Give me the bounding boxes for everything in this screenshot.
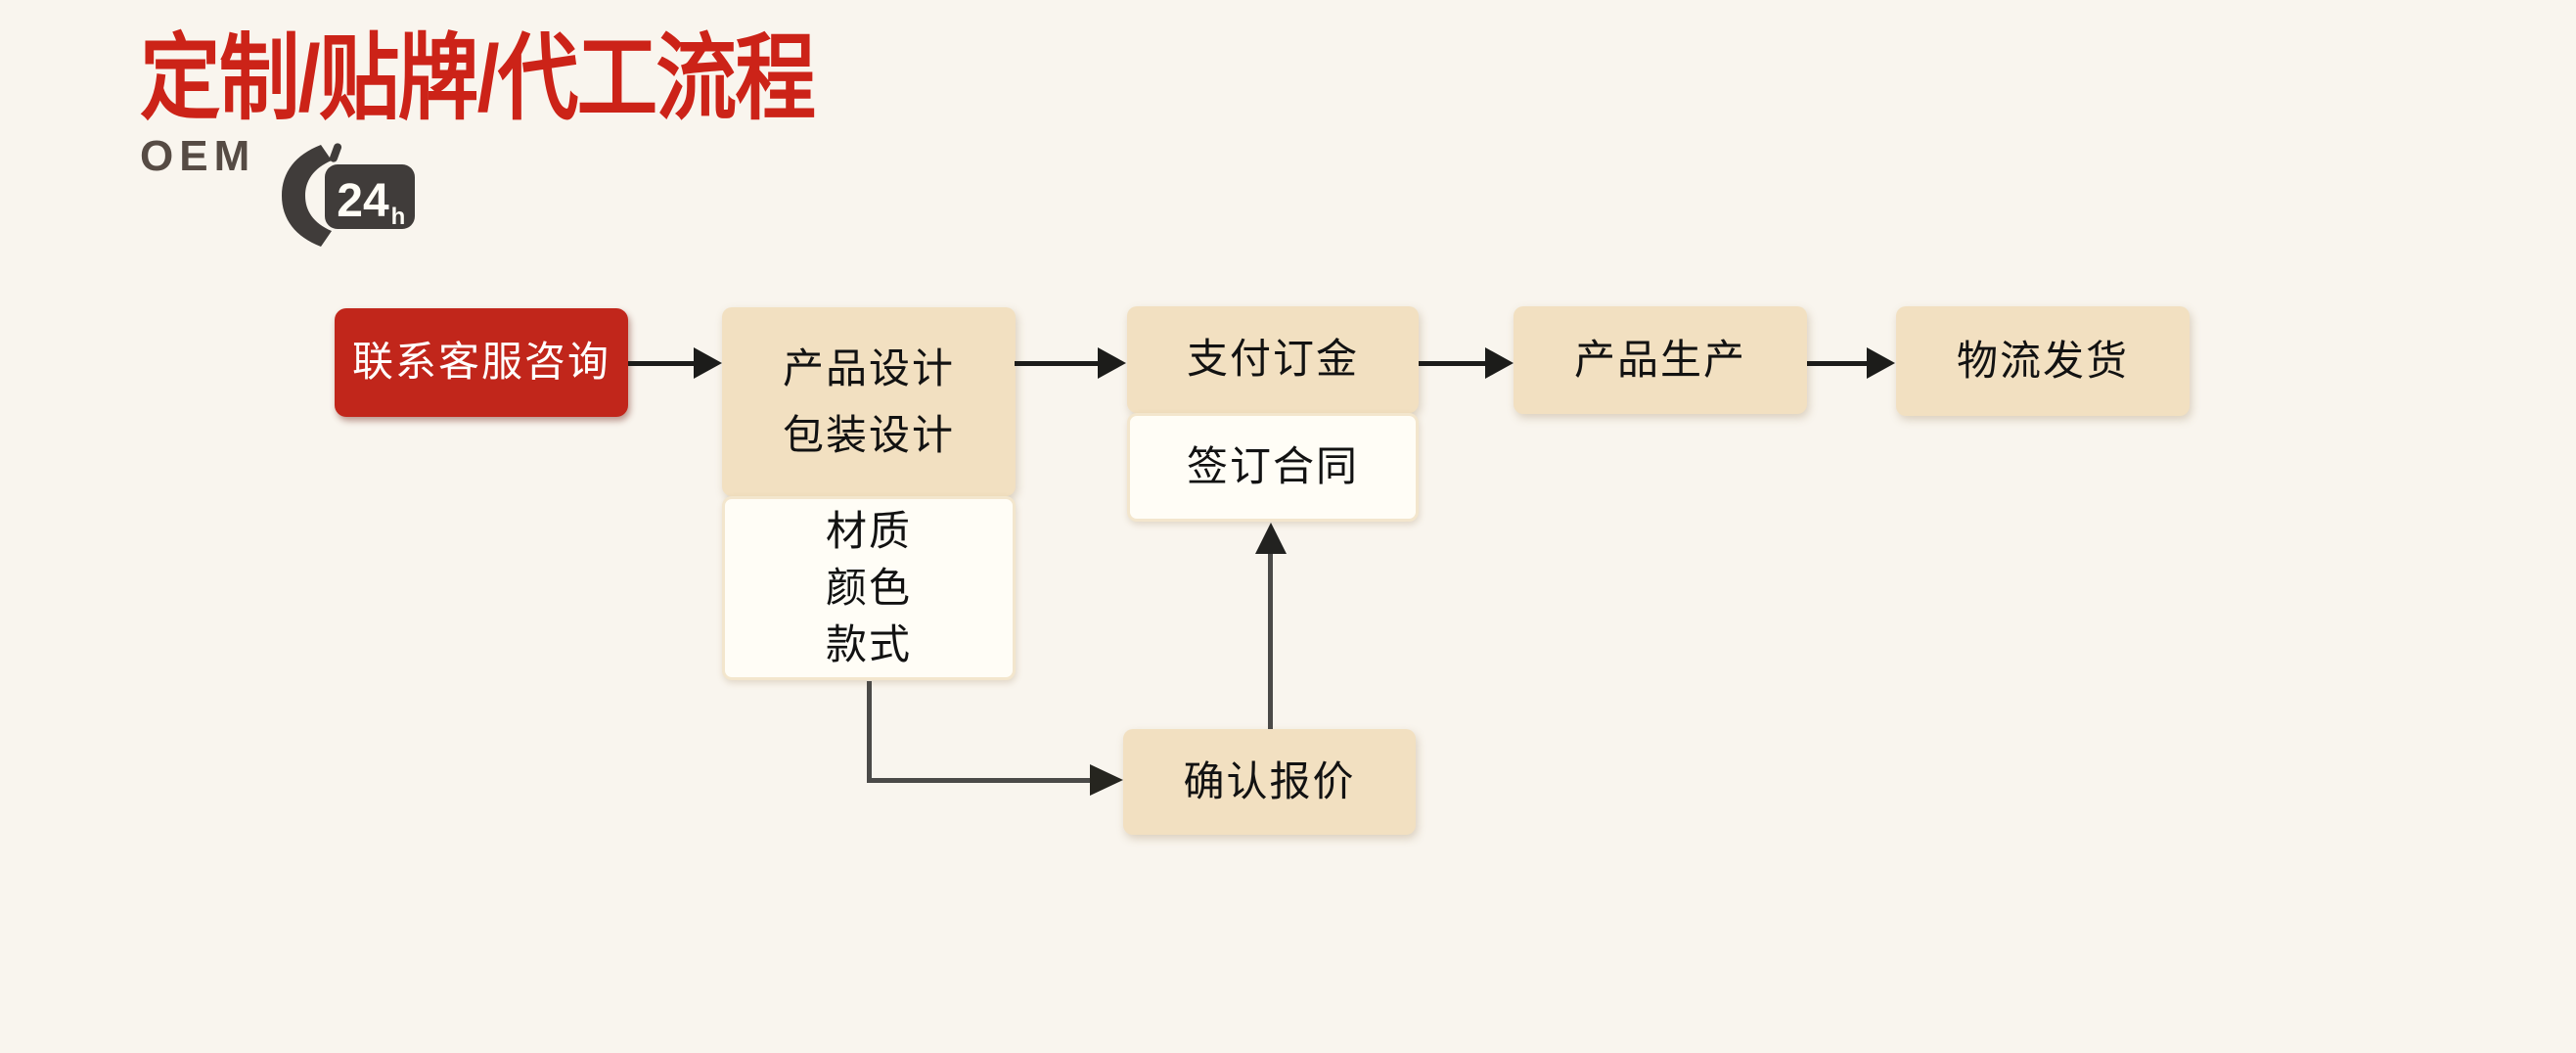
node-sign-contract: 签订合同 [1127, 413, 1419, 522]
arrow-produce-to-ship-head [1867, 347, 1895, 379]
badge-24h-background [325, 164, 415, 229]
arrow-contact-to-design-line [628, 361, 695, 366]
arrow-pay-to-produce-line [1419, 361, 1486, 366]
node-contact-service: 联系客服咨询 [335, 308, 628, 417]
arrow-specs-to-quote-vertical [867, 681, 872, 782]
oem-subtitle: OEM [140, 132, 256, 180]
node-production: 产品生产 [1514, 306, 1807, 414]
arrow-quote-to-contract-line [1268, 554, 1273, 729]
arrow-quote-to-contract-head [1255, 523, 1287, 554]
phone-tick-mark [329, 143, 342, 162]
arrow-specs-to-quote-horizontal [867, 778, 1090, 783]
node-specs-line3: 款式 [825, 620, 912, 667]
arrow-produce-to-ship-line [1807, 361, 1868, 366]
node-material-color-style: 材质 颜色 款式 [722, 496, 1016, 680]
node-pay-deposit: 支付订金 [1127, 306, 1419, 413]
arrow-design-to-pay-head [1098, 347, 1126, 379]
node-product-packaging-design: 产品设计 包装设计 [722, 307, 1016, 496]
page-title: 定制/贴牌/代工流程 [140, 26, 816, 131]
phone-24h-icon: 24 h [282, 143, 415, 247]
node-specs-line2: 颜色 [825, 565, 912, 612]
phone-handset-icon [282, 145, 332, 247]
node-confirm-quote: 确认报价 [1123, 729, 1416, 835]
badge-h-text: h [391, 204, 406, 230]
node-design-line2: 包装设计 [782, 411, 955, 458]
arrow-contact-to-design-head [694, 347, 722, 379]
arrow-specs-to-quote-head [1090, 764, 1123, 796]
node-logistics-shipping: 物流发货 [1896, 306, 2190, 416]
arrow-design-to-pay-line [1015, 361, 1098, 366]
arrow-pay-to-produce-head [1485, 347, 1514, 379]
node-specs-line1: 材质 [825, 508, 912, 555]
node-design-line1: 产品设计 [782, 345, 955, 392]
badge-24-text: 24 [337, 175, 389, 227]
